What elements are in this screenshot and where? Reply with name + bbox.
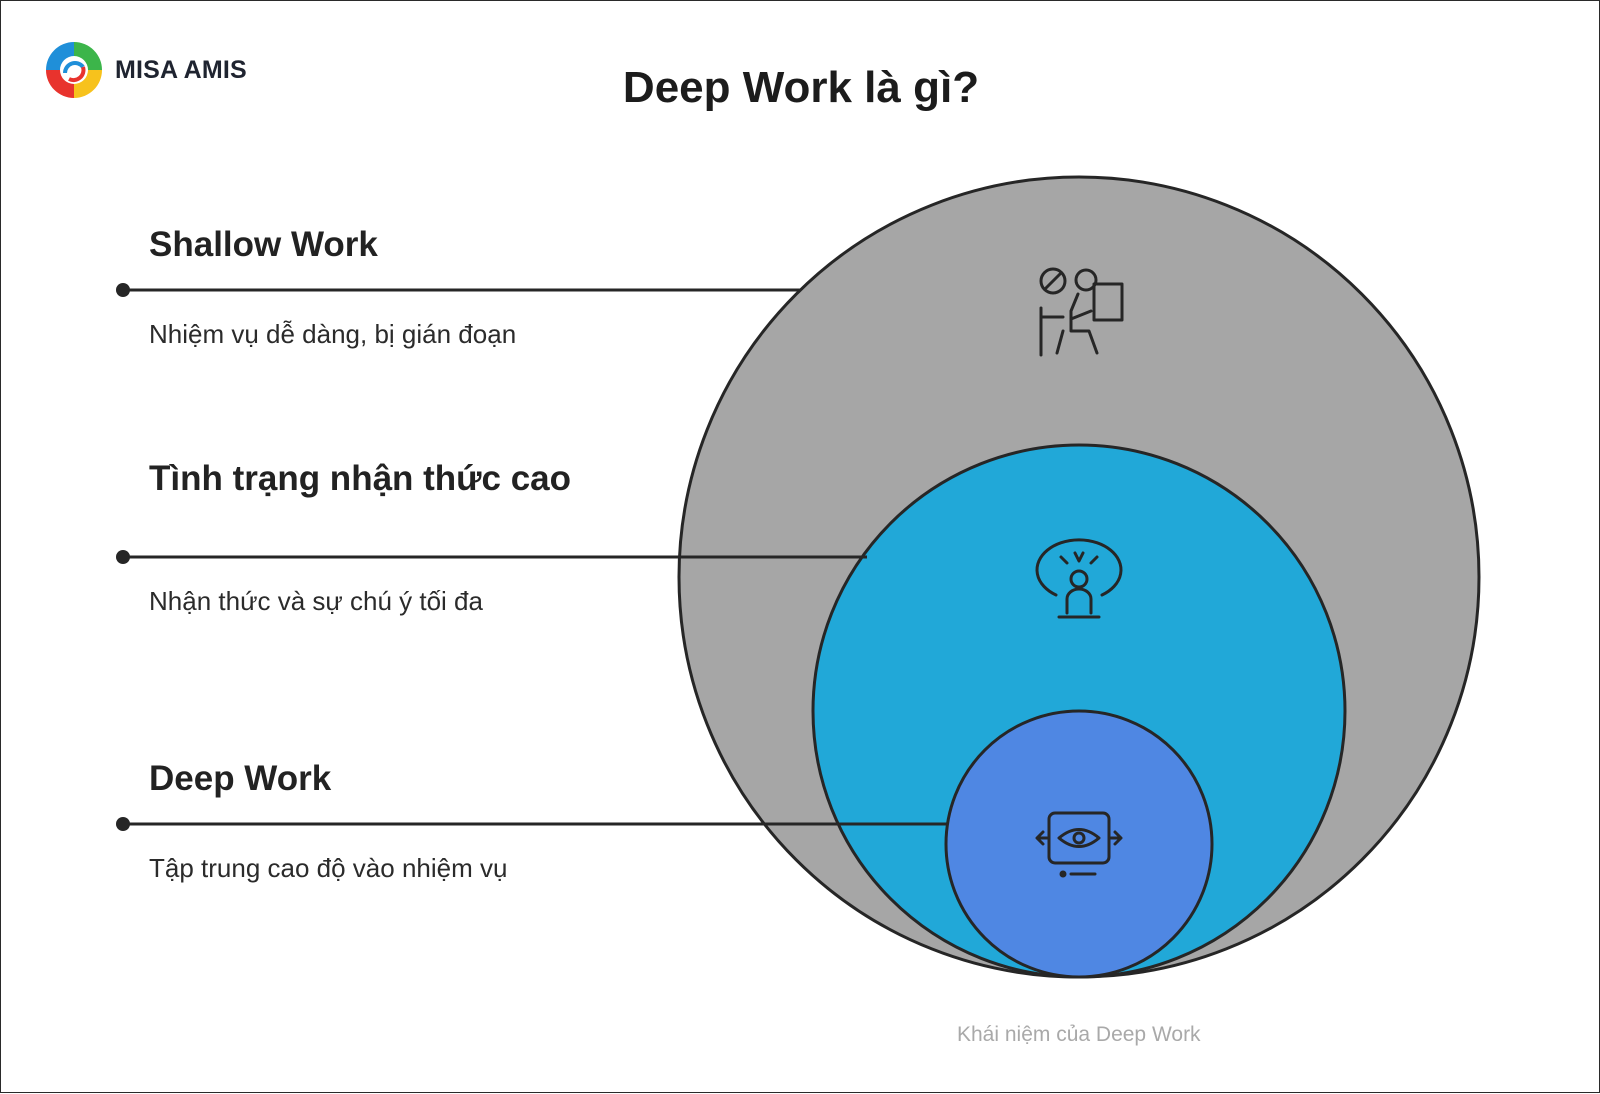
connector-shallow-work (116, 283, 801, 297)
brand-logo: MISA AMIS (43, 39, 247, 101)
layer-title: Shallow Work (149, 225, 378, 264)
layer-title: Deep Work (149, 759, 332, 798)
focused-eye-icon (1035, 811, 1123, 878)
page-title: Deep Work là gì? (622, 63, 980, 112)
misa-logo-icon (46, 42, 102, 98)
connector-cognitive-state (116, 550, 867, 564)
layer-description-shallow-work: Nhiệm vụ dễ dàng, bị gián đoạn (149, 319, 517, 349)
connector-deep-work (116, 817, 947, 831)
figure-caption: Khái niệm của Deep Work (957, 1023, 1201, 1046)
layer-description-cognitive-state: Nhận thức và sự chú ý tối đa (149, 586, 483, 616)
layer-title-deep-work: Deep Work (149, 759, 331, 799)
meditation-focus-icon (1035, 538, 1123, 619)
layer-title-cognitive-state: Tình trạng nhận thức cao (149, 459, 571, 499)
layer-description-deep-work: Tập trung cao độ vào nhiệm vụ (149, 853, 508, 883)
layer-title: Tình trạng nhận thức cao (149, 459, 572, 498)
distracted-worker-icon (1039, 267, 1124, 357)
layer-title-shallow-work: Shallow Work (149, 225, 378, 265)
brand-name: MISA AMIS (115, 55, 247, 84)
